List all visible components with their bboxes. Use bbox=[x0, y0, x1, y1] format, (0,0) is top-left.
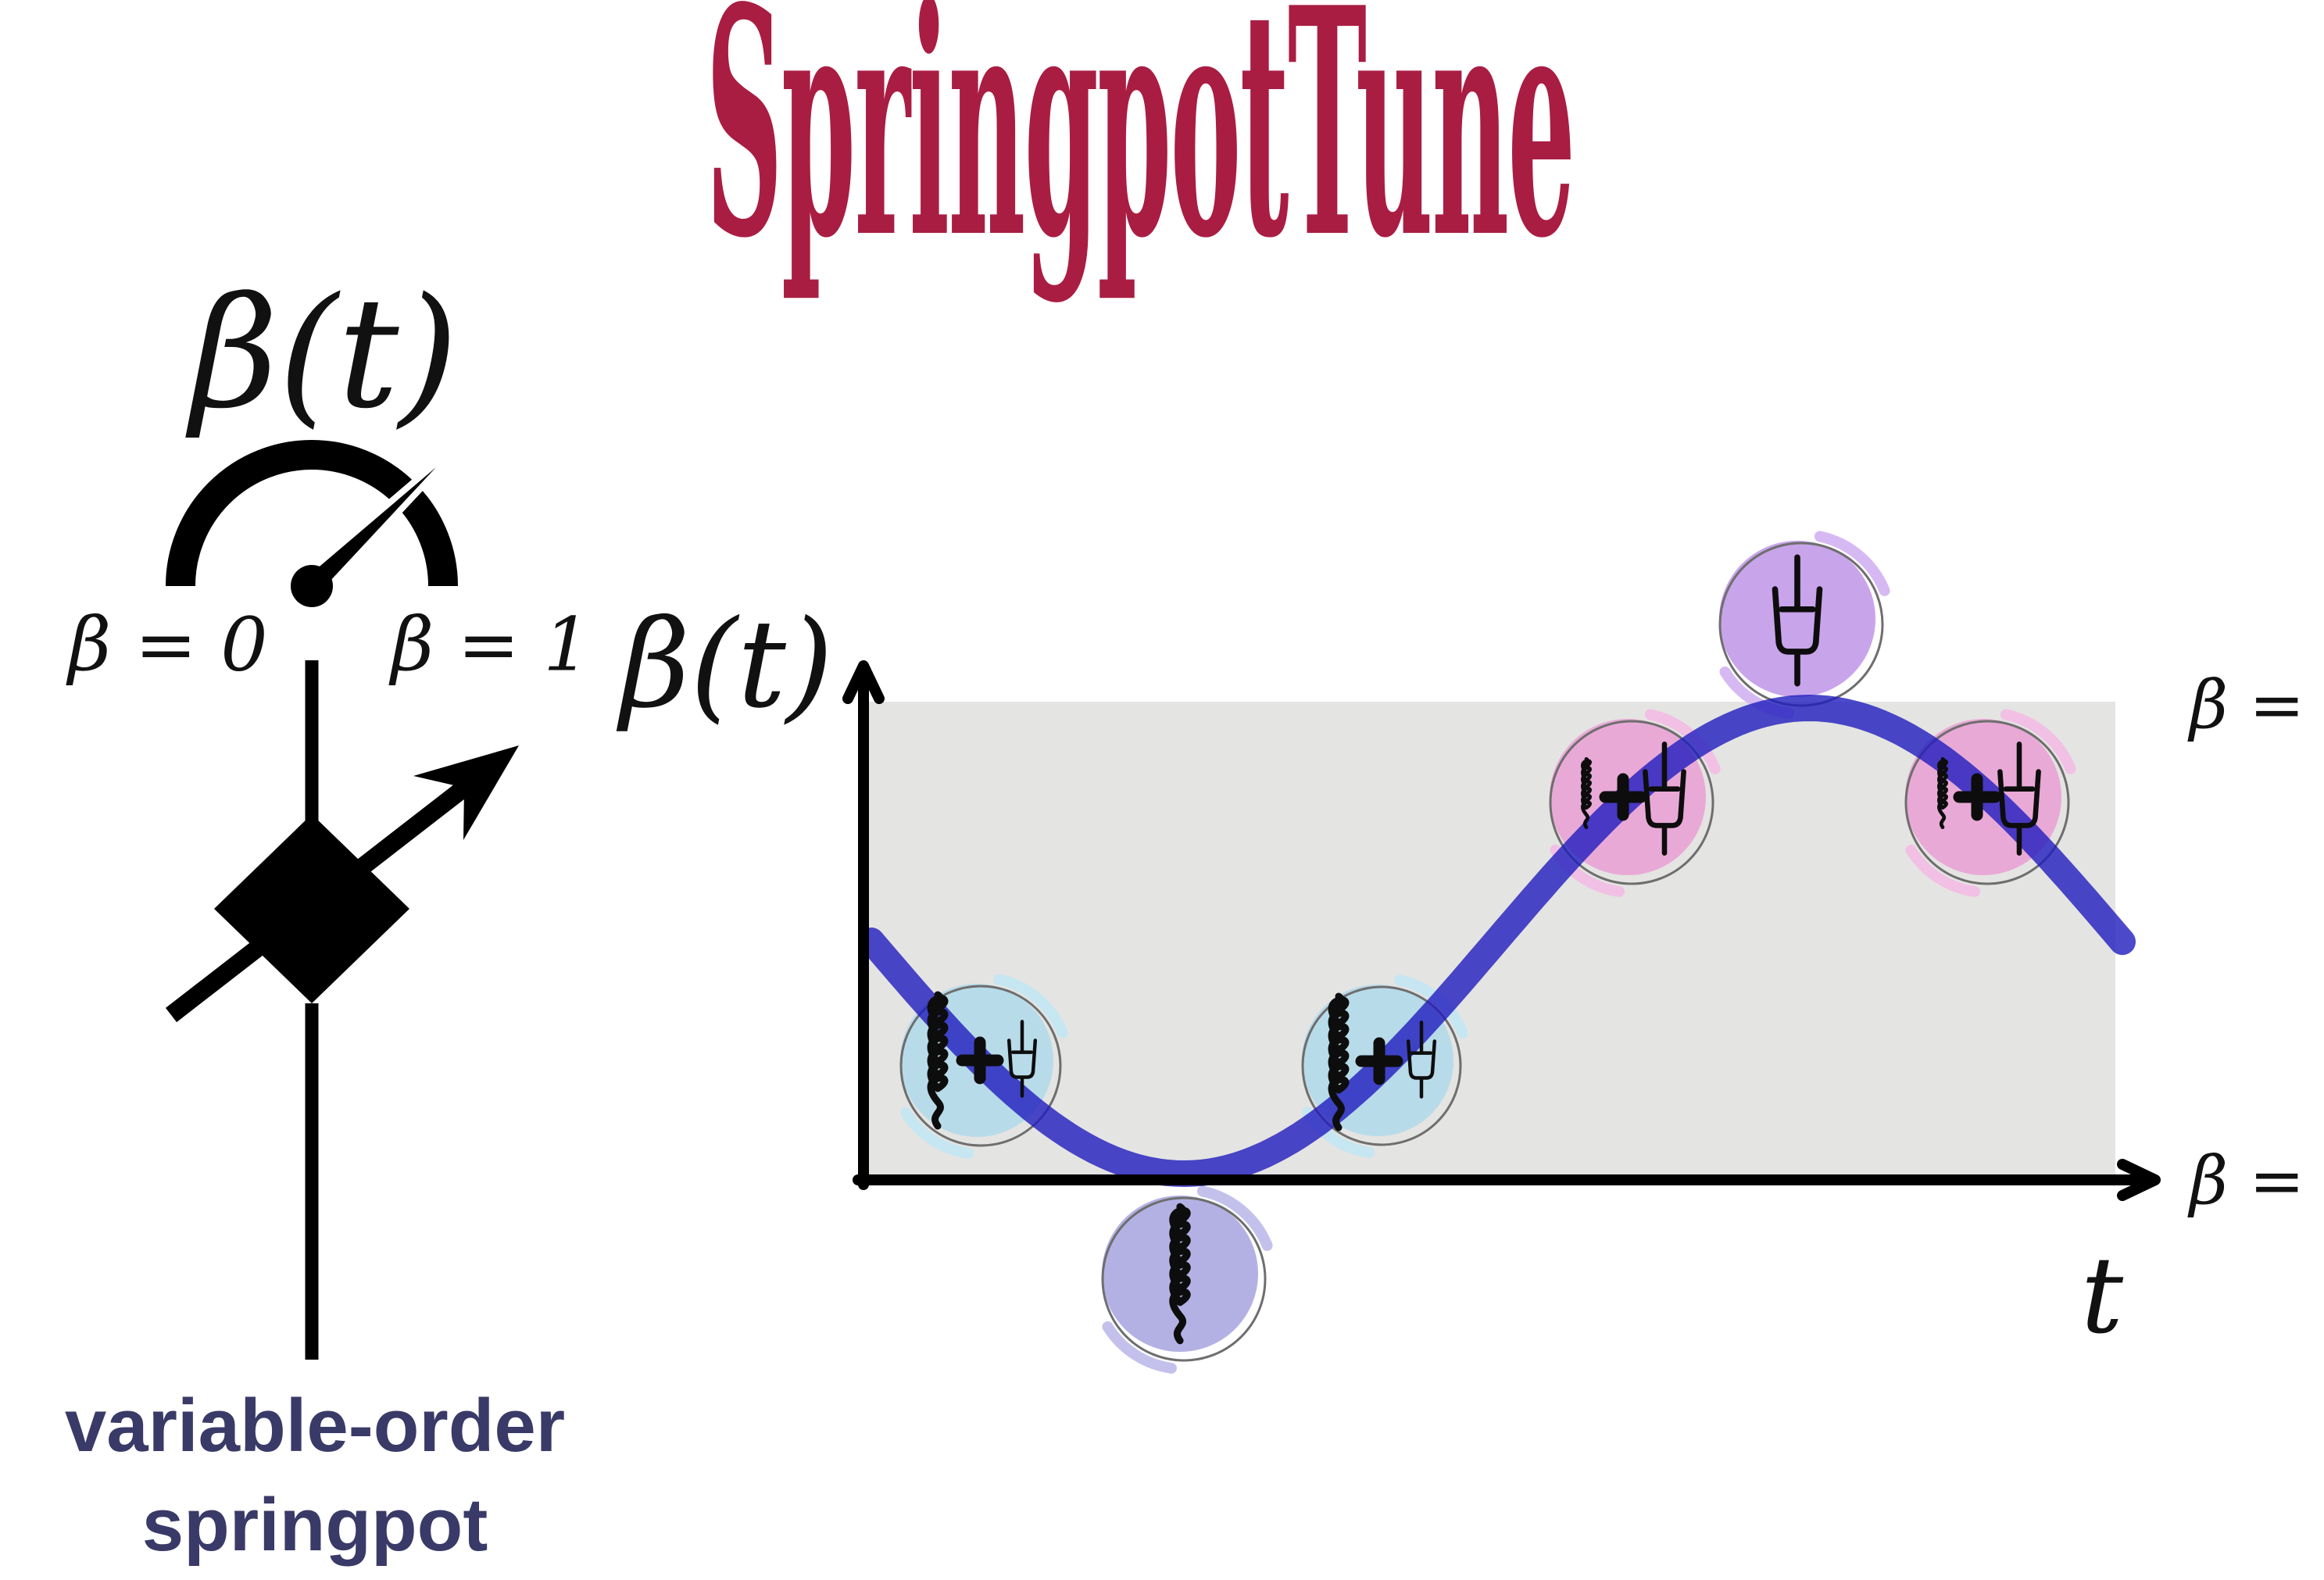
badge-swoosh bbox=[1196, 1185, 1273, 1251]
badge-ring bbox=[1301, 985, 1462, 1146]
badge-swoosh bbox=[1814, 531, 1890, 596]
plot-y-axis-label: β(t) bbox=[620, 593, 834, 735]
badge-ring bbox=[899, 985, 1062, 1147]
gauge-beta-0-label: β = 0 bbox=[68, 602, 268, 688]
gauge-icon bbox=[166, 440, 458, 607]
x-axis-arrowhead-icon bbox=[2117, 1159, 2161, 1201]
logo-title-wrap: SpringpotTune bbox=[0, 0, 1997, 280]
springpot-caption: variable-order springpot bbox=[65, 1377, 565, 1575]
variability-arrow-shaft bbox=[165, 778, 473, 1023]
plot-beta-0-label: β = 0 bbox=[2190, 1142, 2324, 1221]
dashpot-only-badge bbox=[1718, 531, 1890, 719]
caption-line-1: variable-order bbox=[64, 1384, 566, 1467]
gauge-beta-1-label: β = 1 bbox=[391, 602, 591, 688]
badge-ring bbox=[1549, 720, 1714, 885]
badge-swoosh bbox=[900, 1106, 974, 1159]
y-axis-arrowhead-icon bbox=[842, 660, 885, 704]
plot-beta-1-label: β = 1 bbox=[2190, 667, 2324, 745]
badge-swoosh bbox=[1102, 1321, 1177, 1374]
plot-x-axis-label: t bbox=[2080, 1234, 2124, 1357]
gauge-hub bbox=[291, 565, 333, 607]
badge-ring bbox=[1101, 1196, 1267, 1362]
gauge-dial-label: β(t) bbox=[190, 264, 459, 442]
beta-curve bbox=[858, 694, 2136, 1188]
caption-line-2: springpot bbox=[141, 1482, 488, 1567]
beta-plot bbox=[842, 531, 2161, 1374]
variability-arrow-head bbox=[413, 745, 519, 840]
badge-fill bbox=[1719, 541, 1875, 697]
logo-title: SpringpotTune bbox=[706, 0, 1575, 307]
badge-swoosh bbox=[1905, 844, 1980, 897]
springpot-symbol-icon bbox=[165, 660, 519, 1360]
badge-swoosh bbox=[2000, 709, 2076, 774]
gauge-arc bbox=[166, 440, 458, 587]
badge-swoosh bbox=[993, 974, 1068, 1038]
badge-ring bbox=[1904, 720, 2070, 885]
